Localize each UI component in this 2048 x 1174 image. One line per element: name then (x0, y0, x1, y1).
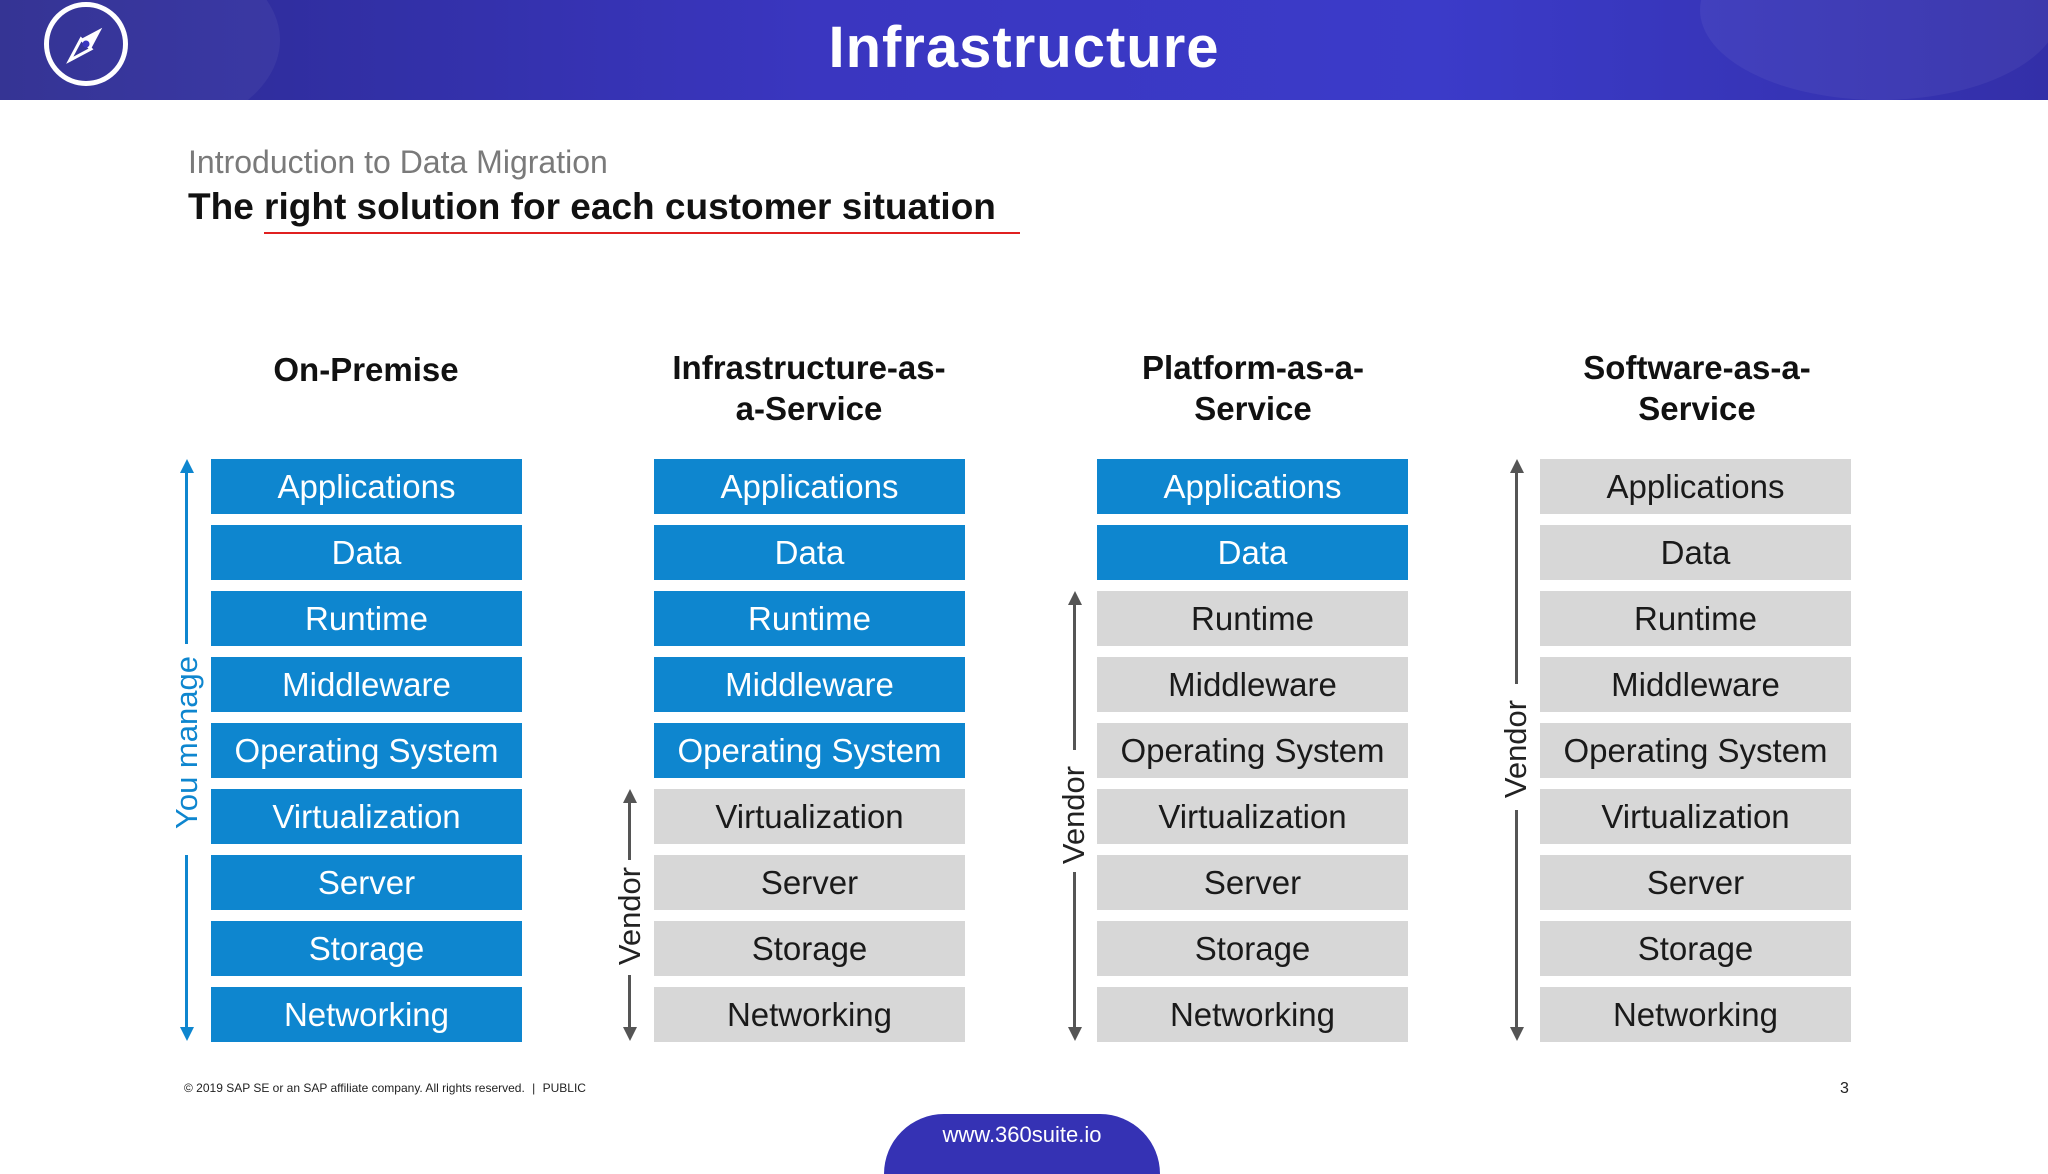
stack-cell-data: Data (211, 525, 522, 580)
vendor-arrow-up-icon (1510, 459, 1524, 473)
vendor-arrow-line (1515, 810, 1518, 1027)
stack-cell-runtime: Runtime (211, 591, 522, 646)
vendor-arrow-up-icon (623, 789, 637, 803)
stack-cell-middleware: Middleware (1540, 657, 1851, 712)
column-header-paas: Platform-as-a- Service (1142, 349, 1364, 427)
stack-cell-networking: Networking (654, 987, 965, 1042)
stack-cell-middleware: Middleware (654, 657, 965, 712)
vendor-arrow-line (1073, 872, 1076, 1027)
you-manage-arrow-line (185, 855, 188, 1027)
stack-cell-virtualization: Virtualization (1540, 789, 1851, 844)
stack-cell-data: Data (654, 525, 965, 580)
vendor-arrow-line (628, 802, 631, 860)
stack-cell-applications: Applications (211, 459, 522, 514)
stack-cell-networking: Networking (211, 987, 522, 1042)
stack-cell-applications: Applications (1540, 459, 1851, 514)
stack-cell-applications: Applications (654, 459, 965, 514)
stack-cell-server: Server (211, 855, 522, 910)
vendor-arrow-down-icon (1510, 1027, 1524, 1041)
vendor-arrow-up-icon (1068, 591, 1082, 605)
stack-cell-virtualization: Virtualization (654, 789, 965, 844)
column-header-saas: Software-as-a- Service (1583, 349, 1811, 427)
vendor-arrow-line (628, 975, 631, 1027)
you-manage-arrow-down-icon (180, 1027, 194, 1041)
stack-cell-data: Data (1097, 525, 1408, 580)
you-manage-arrow-up-icon (180, 459, 194, 473)
banner-title: Infrastructure (828, 15, 1220, 80)
stack-cell-networking: Networking (1540, 987, 1851, 1042)
header-banner: Infrastructure (0, 0, 2048, 100)
stack-cell-networking: Networking (1097, 987, 1408, 1042)
vendor-label: Vendor (612, 866, 647, 966)
headline-underline (264, 232, 1020, 234)
stack-cell-operating-system: Operating System (1540, 723, 1851, 778)
stack-cell-operating-system: Operating System (211, 723, 522, 778)
slide-kicker: Introduction to Data Migration (188, 144, 608, 180)
stack-cell-storage: Storage (1097, 921, 1408, 976)
stack-cell-runtime: Runtime (654, 591, 965, 646)
stack-cell-operating-system: Operating System (654, 723, 965, 778)
vendor-label: Vendor (1498, 699, 1533, 799)
stack-cell-storage: Storage (1540, 921, 1851, 976)
stack-cell-virtualization: Virtualization (211, 789, 522, 844)
vendor-arrow-down-icon (1068, 1027, 1082, 1041)
vendor-label: Vendor (1056, 765, 1091, 865)
you-manage-label: You manage (169, 656, 204, 829)
vendor-arrow-down-icon (623, 1027, 637, 1041)
website-link[interactable]: www.360suite.io (942, 1122, 1102, 1147)
stack-cell-applications: Applications (1097, 459, 1408, 514)
stack-cell-operating-system: Operating System (1097, 723, 1408, 778)
vendor-arrow-line (1073, 604, 1076, 750)
compass-logo-icon (44, 2, 128, 86)
stack-cell-runtime: Runtime (1540, 591, 1851, 646)
stack-cell-data: Data (1540, 525, 1851, 580)
stack-cell-runtime: Runtime (1097, 591, 1408, 646)
slide-headline: The right solution for each customer sit… (188, 186, 996, 227)
stack-cell-middleware: Middleware (1097, 657, 1408, 712)
stack-cell-virtualization: Virtualization (1097, 789, 1408, 844)
stack-cell-server: Server (654, 855, 965, 910)
stack-cell-server: Server (1540, 855, 1851, 910)
footer-copyright: © 2019 SAP SE or an SAP affiliate compan… (184, 1081, 586, 1095)
page-number: 3 (1840, 1080, 1849, 1097)
column-header-iaas: Infrastructure-as- a-Service (672, 349, 946, 427)
stack-cell-server: Server (1097, 855, 1408, 910)
stack-cell-middleware: Middleware (211, 657, 522, 712)
you-manage-arrow-line (185, 472, 188, 644)
stack-cell-storage: Storage (211, 921, 522, 976)
column-header-on-premise: On-Premise (273, 351, 459, 388)
vendor-arrow-line (1515, 472, 1518, 684)
stack-cell-storage: Storage (654, 921, 965, 976)
